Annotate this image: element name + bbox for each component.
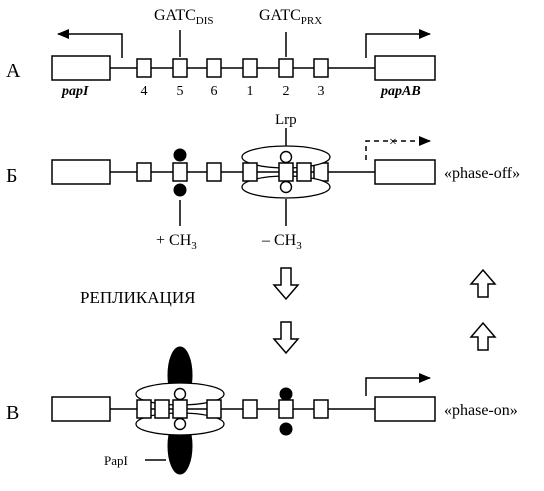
site-2-box xyxy=(278,58,294,78)
active-transcription-arrow xyxy=(365,373,431,396)
row-b-site-2-box xyxy=(278,162,294,182)
site-number-1: 1 xyxy=(247,84,254,99)
row-c-papab-box xyxy=(374,396,436,422)
row-c-site-5-box xyxy=(172,399,188,419)
reversion-up-arrow-2 xyxy=(469,321,497,351)
row-c-methyl-dot-top xyxy=(279,387,293,401)
minus-methyl-label: – CH3 xyxy=(261,232,302,252)
gatc-dis-label: GATCDIS xyxy=(154,7,214,27)
site-4-box xyxy=(136,58,152,78)
row-b-site-5-box xyxy=(172,162,188,182)
site-number-5: 5 xyxy=(177,84,184,99)
replication-label: РЕПЛИКАЦИЯ xyxy=(80,288,195,307)
row-c-unmethylated-top xyxy=(173,387,187,401)
row-c-methyl-dot-bottom xyxy=(279,422,293,436)
row-a: А GATCDIS GATCPRX papI papAB 4 5 6 1 2 3 xyxy=(6,7,436,99)
row-c-site-4-box xyxy=(136,399,152,419)
row-b-papi-box xyxy=(51,159,111,185)
row-b-site-1-box xyxy=(242,162,258,182)
row-c-site-3-box xyxy=(313,399,329,419)
methyl-dot-bottom xyxy=(173,183,187,197)
row-b-site-4-box xyxy=(136,162,152,182)
row-b-label: Б xyxy=(6,165,17,187)
papab-promoter-arrow xyxy=(365,29,431,58)
row-c-site-1-box xyxy=(242,399,258,419)
lrp-label: Lrp xyxy=(275,112,297,128)
block-cross-icon: × xyxy=(389,135,397,150)
site-number-6: 6 xyxy=(211,84,218,99)
gatc-prx-label: GATCPRX xyxy=(259,7,322,27)
papi-gene-label: papI xyxy=(61,84,89,99)
reversion-up-arrow-1 xyxy=(469,268,497,298)
row-c-site-2-box xyxy=(278,399,294,419)
lrp-complex xyxy=(241,145,331,199)
row-c-site-6-box xyxy=(206,399,222,419)
replication-down-arrow-2 xyxy=(272,321,300,355)
site-1-box xyxy=(242,58,258,78)
methyl-dot-top xyxy=(173,148,187,162)
papi-gene-box xyxy=(51,55,111,81)
unmethylated-circle-bottom xyxy=(279,180,293,194)
papab-gene-label: papAB xyxy=(380,84,421,99)
papab-gene-box xyxy=(374,55,436,81)
phase-off-label: «phase-off» xyxy=(444,165,520,182)
blocked-transcription-arrow xyxy=(365,136,431,160)
papi-promoter-arrow xyxy=(57,29,123,58)
row-c-label: В xyxy=(6,402,19,424)
row-c-site-4b-box xyxy=(154,399,170,419)
row-b-site-3-box xyxy=(313,162,329,182)
replication-section: РЕПЛИКАЦИЯ xyxy=(80,267,497,355)
papi-protein-label: PapI xyxy=(104,453,128,468)
site-number-3: 3 xyxy=(318,84,325,99)
row-c: В PapI «phase-on» xyxy=(6,346,518,475)
row-b-site-3-inner-box xyxy=(296,162,312,182)
phase-on-label: «phase-on» xyxy=(444,402,518,419)
row-c-lrp-complex xyxy=(135,382,225,436)
row-b-site-6-box xyxy=(206,162,222,182)
site-number-2: 2 xyxy=(283,84,290,99)
site-3-box xyxy=(313,58,329,78)
row-b-papab-box xyxy=(374,159,436,185)
replication-down-arrow-1 xyxy=(272,267,300,301)
row-a-label: А xyxy=(6,60,21,82)
unmethylated-circle-top xyxy=(279,150,293,164)
plus-methyl-label: + CH3 xyxy=(156,232,197,252)
site-number-4: 4 xyxy=(141,84,148,99)
site-5-box xyxy=(172,58,188,78)
row-c-unmethylated-bottom xyxy=(173,417,187,431)
site-6-box xyxy=(206,58,222,78)
row-c-papi-box xyxy=(51,396,111,422)
row-b: Б Lrp × + CH3 – CH3 «phase-of xyxy=(6,112,520,252)
